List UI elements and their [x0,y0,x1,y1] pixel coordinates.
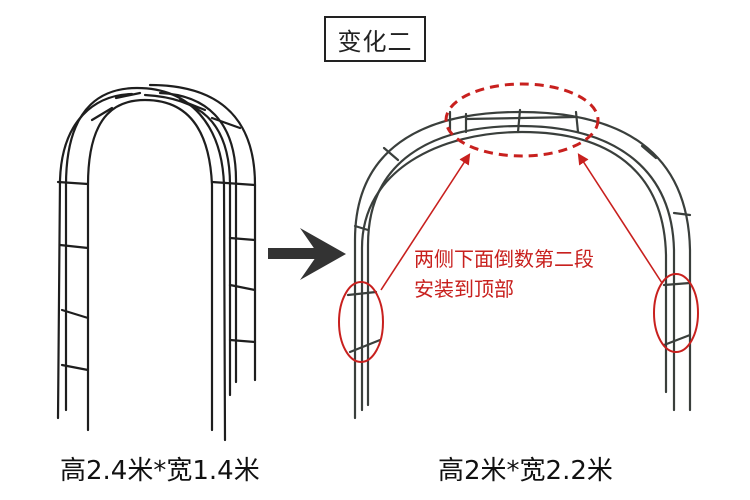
dashed-ellipse-icon [444,82,600,158]
left-side-circle [338,281,384,363]
pointer-right [577,153,663,284]
left-caption: 高2.4米*宽1.4米 [60,456,260,486]
right-arrow-icon [268,228,346,280]
title-box: 变化二 [324,16,426,62]
title-text: 变化二 [337,27,413,56]
instruction-note: 两侧下面倒数第二段 安装到顶部 [414,244,644,304]
left-arch [56,83,257,442]
note-line-1: 两侧下面倒数第二段 [414,247,594,271]
right-caption: 高2米*宽2.2米 [438,456,613,486]
right-side-circle [653,273,699,353]
right-arch [346,108,692,420]
pointer-left [380,153,471,291]
note-line-2: 安装到顶部 [414,277,514,301]
